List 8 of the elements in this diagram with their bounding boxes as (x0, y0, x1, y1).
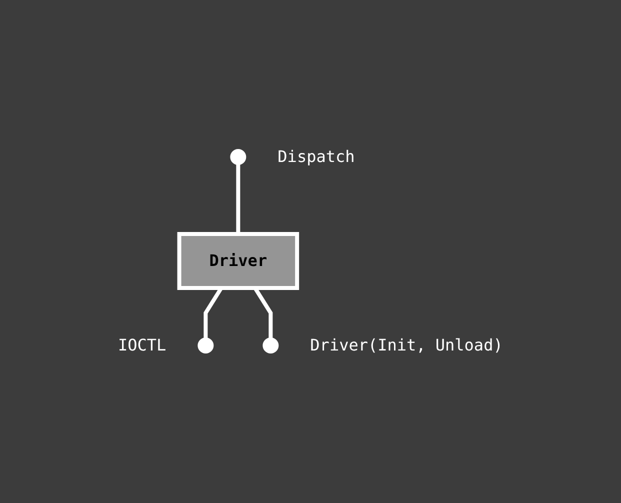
node-label: IOCTL (118, 336, 166, 355)
node-box: Driver (177, 232, 300, 290)
node-label: Dispatch (278, 147, 355, 166)
node-circle (198, 338, 214, 354)
node-circle (262, 338, 279, 354)
node-label: Driver(Init, Unload) (310, 336, 503, 355)
connector (236, 164, 240, 234)
node-circle (230, 149, 246, 166)
